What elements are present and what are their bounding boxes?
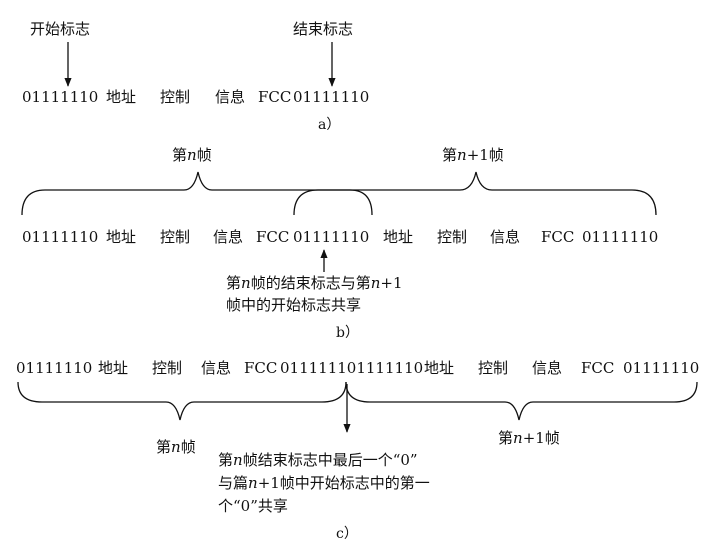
b-address-1: 地址 — [106, 228, 136, 246]
a-control: 控制 — [160, 88, 190, 106]
part-c: 01111110 地址 控制 信息 FCC 011111101111110 地址… — [16, 359, 699, 542]
caption-c: c） — [336, 526, 358, 542]
a-address: 地址 — [106, 88, 136, 106]
c-brace-frame-n — [17, 381, 347, 421]
end-flag-label: 结束标志 — [293, 20, 353, 38]
c-control-1: 控制 — [152, 359, 182, 377]
c-flag-1: 01111110 — [16, 359, 92, 377]
b-flag-shared: 01111110 — [293, 228, 369, 246]
c-note-line-3: 个“0”共享 — [218, 497, 288, 515]
b-info-2: 信息 — [490, 228, 520, 246]
c-info-2: 信息 — [532, 359, 562, 377]
c-info-1: 信息 — [201, 359, 231, 377]
a-flag-close: 01111110 — [293, 88, 369, 106]
c-brace-frame-n1 — [345, 381, 698, 421]
c-address-1: 地址 — [98, 359, 128, 377]
a-fcc: FCC — [258, 88, 291, 106]
b-frame-n-label: 第n帧 — [172, 146, 212, 164]
c-fcc-1: FCC — [244, 359, 277, 377]
b-flag-1: 01111110 — [22, 228, 98, 246]
b-note-line-1: 第n帧的结束标志与第n+1 — [226, 274, 403, 292]
b-control-1: 控制 — [160, 228, 190, 246]
b-frame-n1-label: 第n+1帧 — [442, 146, 504, 164]
c-address-2: 地址 — [424, 359, 454, 377]
b-fcc-1: FCC — [256, 228, 289, 246]
b-brace-frame-n1 — [293, 171, 657, 216]
c-note-line-2: 与篇n+1帧中开始标志中的第一 — [218, 474, 430, 492]
c-flags-merged: 011111101111110 — [280, 359, 423, 377]
b-info-1: 信息 — [213, 228, 243, 246]
c-frame-n1-label: 第n+1帧 — [498, 429, 560, 447]
a-flag-open: 01111110 — [22, 88, 98, 106]
c-flag-3: 01111110 — [623, 359, 699, 377]
b-address-2: 地址 — [383, 228, 413, 246]
caption-b: b） — [336, 325, 359, 341]
b-note-line-2: 帧中的开始标志共享 — [226, 296, 361, 314]
c-control-2: 控制 — [478, 359, 508, 377]
a-info: 信息 — [215, 88, 245, 106]
b-fcc-2: FCC — [541, 228, 574, 246]
b-control-2: 控制 — [437, 228, 467, 246]
caption-a: a） — [318, 117, 340, 133]
c-note-line-1: 第n帧结束标志中最后一个“0” — [218, 451, 418, 469]
part-b: 第n帧 第n+1帧 01111110 地址 控制 信息 FCC 01111110… — [21, 146, 658, 341]
part-a: 开始标志 结束标志 01111110 地址 控制 信息 FCC 01111110… — [22, 20, 369, 133]
b-flag-3: 01111110 — [582, 228, 658, 246]
start-flag-label: 开始标志 — [30, 20, 90, 38]
c-fcc-2: FCC — [581, 359, 614, 377]
b-brace-frame-n — [21, 171, 373, 216]
c-frame-n-label: 第n帧 — [156, 438, 196, 456]
